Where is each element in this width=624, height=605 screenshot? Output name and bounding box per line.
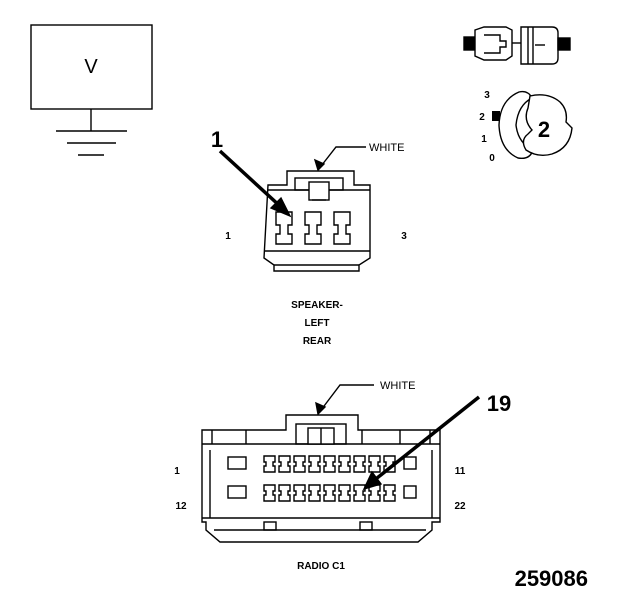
radio-pin-cavity [278,455,291,473]
radio-pin-cavity [353,484,366,502]
radio-pin-11-label: 11 [455,466,466,477]
radio-end-cavity [403,485,417,499]
speaker-connector [263,170,371,272]
radio-end-cavity [227,456,247,470]
radio-pin-cavity [323,455,336,473]
probe-clip-icon [492,90,573,160]
speaker-pin-3-label: 3 [401,231,407,242]
radio-pin-cavity [278,484,291,502]
radio-pin-cavity [368,484,381,502]
ground-icon [56,130,127,156]
radio-pin-cavity [338,484,351,502]
figure-number: 259086 [515,566,588,591]
radio-pin-row-top [263,455,396,473]
radio-end-cavity [227,485,247,499]
radio-pin-cavity [263,484,276,502]
meter-letter: V [84,56,98,78]
speaker-pin-1-label: 1 [225,231,231,242]
radio-end-cavity [403,456,417,470]
radio-callout-arrow [370,395,481,484]
probe-tip-icon [463,26,571,65]
radio-pin-12-label: 12 [175,501,187,512]
radio-connector [201,414,441,543]
callout-1: 1 [211,127,223,152]
probe-position-0: 0 [489,153,495,164]
speaker-color-label: WHITE [369,142,404,154]
speaker-name-line-3: REAR [303,336,332,347]
radio-pin-cavity [323,484,336,502]
radio-pin-1-label: 1 [174,466,180,477]
probe-position-1: 1 [481,134,487,145]
radio-pin-cavity [368,455,381,473]
speaker-name-line-1: SPEAKER- [291,300,343,311]
voltmeter-symbol: V [30,24,153,156]
radio-pin-22-label: 22 [454,501,466,512]
radio-pin-cavity [383,484,396,502]
radio-pin-cavity [293,484,306,502]
speaker-pin-cavity [304,211,322,245]
radio-pin-cavity [338,455,351,473]
radio-pin-cavity [293,455,306,473]
radio-pin-row-bottom [263,484,396,502]
radio-connector-name: RADIO C1 [297,561,345,572]
radio-color-leader [317,384,374,415]
radio-pin-cavity [353,455,366,473]
callout-2: 2 [538,117,550,142]
speaker-name-line-2: LEFT [305,318,330,329]
radio-pin-cavity [308,484,321,502]
radio-color-label: WHITE [380,380,415,392]
radio-pin-cavity [263,455,276,473]
probe-position-3: 3 [484,90,490,101]
speaker-callout-arrow [218,149,283,209]
callout-19: 19 [487,391,511,416]
speaker-pin-cavity [275,211,293,245]
speaker-pin-cavity [333,211,351,245]
speaker-color-leader [317,146,366,171]
probe-position-2: 2 [479,112,485,123]
radio-pin-cavity [308,455,321,473]
